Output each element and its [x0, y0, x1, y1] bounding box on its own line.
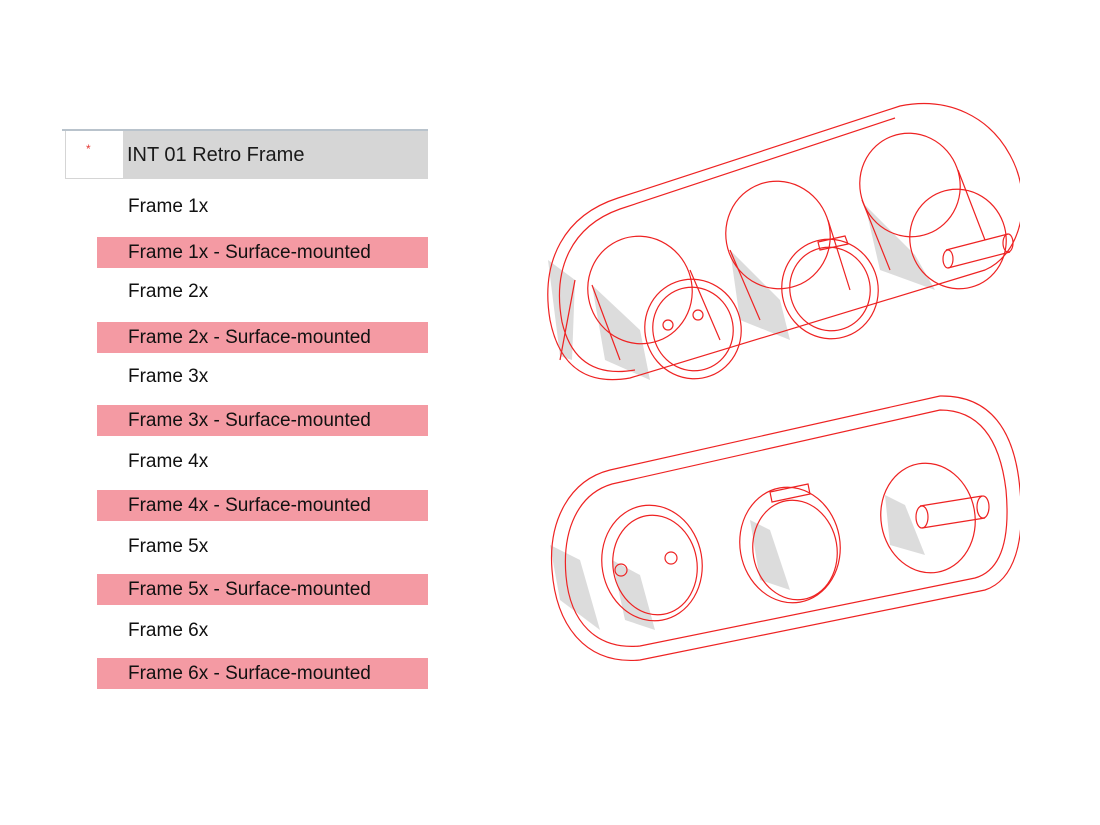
list-item[interactable]: Frame 5x	[97, 531, 428, 562]
list-item-label: Frame 3x - Surface-mounted	[128, 409, 371, 431]
list-item-label: Frame 1x - Surface-mounted	[128, 241, 371, 263]
list-item[interactable]: Frame 2x - Surface-mounted	[97, 322, 428, 353]
list-item-label: Frame 2x	[128, 280, 209, 302]
list-item[interactable]: Frame 4x - Surface-mounted	[97, 490, 428, 521]
list-item-label: Frame 6x - Surface-mounted	[128, 662, 371, 684]
flush-mounted-frame	[550, 395, 1020, 661]
list-item-label: Frame 2x - Surface-mounted	[128, 326, 371, 348]
list-header[interactable]: * INT 01 Retro Frame	[65, 131, 428, 179]
list-item[interactable]: Frame 4x	[97, 446, 428, 477]
list-item-label: Frame 4x - Surface-mounted	[128, 494, 371, 516]
list-item[interactable]: Frame 3x - Surface-mounted	[97, 405, 428, 436]
list-item-label: Frame 3x	[128, 365, 209, 387]
list-item[interactable]: Frame 1x - Surface-mounted	[97, 237, 428, 268]
list-item-label: Frame 5x - Surface-mounted	[128, 578, 371, 600]
list-item-label: Frame 5x	[128, 535, 209, 557]
list-item-label: Frame 1x	[128, 195, 209, 217]
frame-drawing	[547, 102, 1020, 661]
panel-top-border	[62, 129, 428, 131]
list-item[interactable]: Frame 1x	[97, 191, 428, 222]
list-item[interactable]: Frame 6x - Surface-mounted	[97, 658, 428, 689]
list-item[interactable]: Frame 3x	[97, 361, 428, 392]
surface-mounted-frame	[547, 102, 1020, 381]
list-item[interactable]: Frame 6x	[97, 615, 428, 646]
marker-icon: *	[86, 142, 91, 156]
list-item-label: Frame 6x	[128, 619, 209, 641]
list-item[interactable]: Frame 5x - Surface-mounted	[97, 574, 428, 605]
list-item-label: Frame 4x	[128, 450, 209, 472]
list-item[interactable]: Frame 2x	[97, 276, 428, 307]
header-indicator: *	[65, 131, 123, 179]
page-title: INT 01 Retro Frame	[123, 131, 428, 179]
